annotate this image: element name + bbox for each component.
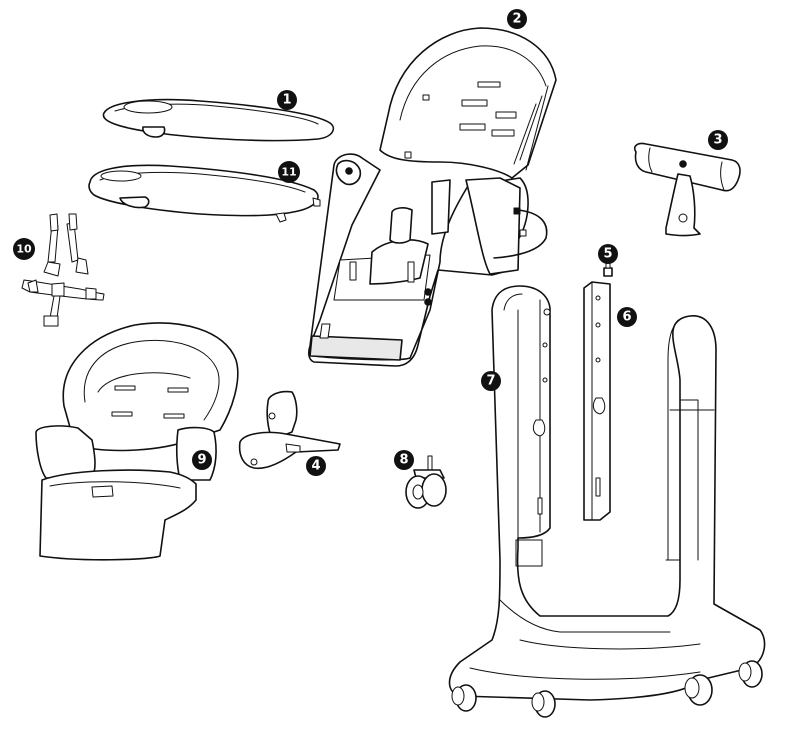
callout-3: 3 xyxy=(708,130,728,150)
part-upright-bar xyxy=(583,281,611,521)
callout-label: 4 xyxy=(311,459,320,474)
part-seat-cushion xyxy=(35,322,239,561)
callout-label: 10 xyxy=(16,243,32,256)
callout-11: 11 xyxy=(278,161,300,183)
part-tray xyxy=(88,164,321,223)
part-harness xyxy=(21,213,105,327)
callout-label: 8 xyxy=(399,453,408,468)
callout-label: 2 xyxy=(512,12,521,27)
callout-9: 9 xyxy=(192,450,212,470)
callout-label: 3 xyxy=(713,133,722,148)
part-seat-shell xyxy=(308,27,557,367)
callout-6: 6 xyxy=(617,307,637,327)
callout-2: 2 xyxy=(507,9,527,29)
part-footrest xyxy=(238,390,341,470)
callout-10: 10 xyxy=(13,238,35,260)
callout-7: 7 xyxy=(481,371,501,391)
callout-label: 5 xyxy=(603,247,612,262)
part-frame-base xyxy=(448,285,766,718)
callout-label: 1 xyxy=(282,93,291,108)
callout-label: 7 xyxy=(486,374,495,389)
callout-8: 8 xyxy=(394,450,414,470)
part-backrest-handle xyxy=(633,142,741,237)
callout-label: 11 xyxy=(281,166,296,179)
callout-label: 6 xyxy=(622,310,631,325)
part-bolt xyxy=(603,261,613,277)
callout-5: 5 xyxy=(598,244,618,264)
part-caster-wheel xyxy=(405,455,447,509)
part-tray-insert xyxy=(102,98,335,142)
callout-1: 1 xyxy=(277,90,297,110)
callout-label: 9 xyxy=(197,453,206,468)
callout-4: 4 xyxy=(306,456,326,476)
